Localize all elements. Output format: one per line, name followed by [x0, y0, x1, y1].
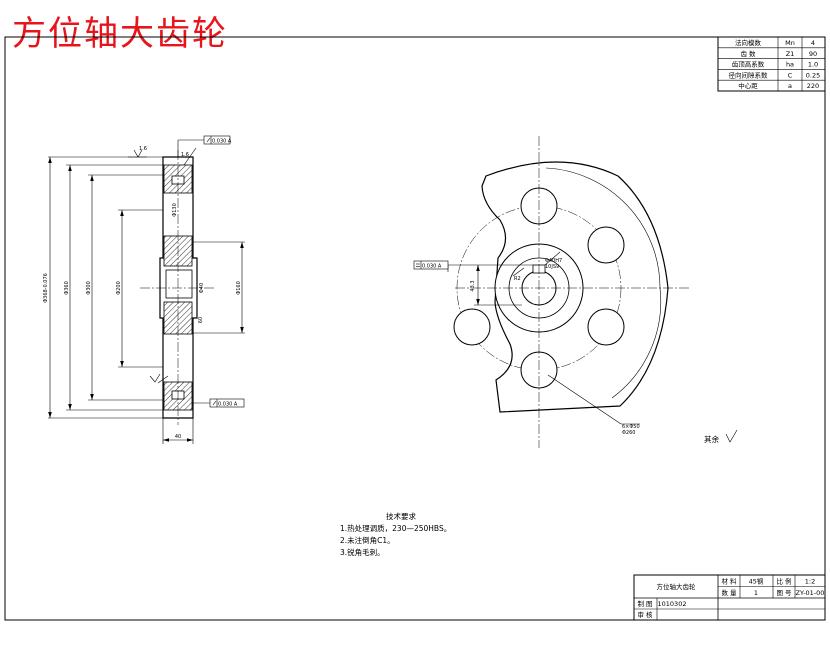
param-symbol: a	[788, 82, 792, 90]
title-block-name: 方位轴大齿轮	[657, 582, 697, 591]
dim-text: 1.6	[181, 152, 189, 158]
dim-text: Φ360	[64, 281, 70, 294]
title-block-value: ZY-01-00	[796, 589, 825, 597]
tech-line: 2.未注倒角C1。	[340, 535, 395, 545]
param-value: 220	[807, 82, 819, 90]
dim-text: Φ368-0.076	[43, 273, 49, 303]
dim-text: 40	[175, 434, 181, 440]
dim-text: Φ130	[172, 203, 178, 216]
param-symbol: Mn	[785, 39, 795, 47]
technical-requirements: 技术要求 1.热处理调质，230—250HBS。 2.未注倒角C1。 3.锐角毛…	[340, 511, 451, 557]
dim-text: 6×Φ50	[622, 424, 640, 430]
title-block-label: 比 例	[776, 577, 791, 586]
gdt-text: 0.030 A	[422, 264, 442, 270]
title-block-value: 1	[754, 589, 758, 597]
dim-text: Φ40	[199, 283, 205, 293]
tech-heading: 技术要求	[386, 511, 416, 521]
param-value: 1.0	[808, 61, 818, 69]
param-value: 90	[809, 50, 817, 58]
title-block: 方位轴大齿轮 材 料 45钢 比 例 1:2 数 量 1 图 号 ZY-01-0…	[633, 574, 826, 621]
gdt-frame: 0.030 A	[209, 398, 245, 408]
param-label: 齿 数	[740, 49, 756, 58]
gear-parameter-table: 法向模数 Mn 4 齿 数 Z1 90 齿顶高系数 ha 1.0 径向间隙系数 …	[717, 36, 826, 92]
remaining-label: 其余	[704, 434, 719, 444]
title-block-value: 1:2	[805, 578, 815, 586]
dim-text: 43.3	[470, 280, 476, 291]
gdt-text: 0.030 A	[212, 139, 232, 145]
front-view: 0.030 A Φ40H7 10JS9 43.3 R2 6×Φ50 Φ260	[413, 136, 690, 448]
param-value: 4	[811, 39, 815, 47]
title-block-label: 图 号	[776, 589, 792, 597]
title-block-value: 1010302	[658, 600, 687, 608]
param-symbol: C	[788, 71, 793, 79]
param-value: 0.25	[806, 71, 820, 79]
remaining-roughness-note: 其余	[704, 429, 738, 444]
title-block-label: 制 图	[637, 599, 652, 608]
gdt-text: 0.030 A	[218, 402, 238, 408]
param-symbol: ha	[786, 61, 794, 69]
gdt-frame: 0.030 A	[413, 260, 449, 270]
section-view: 0.030 A 0.030 A 1.6 1.6 Φ368-0.076 Φ360 …	[43, 135, 245, 444]
dim-text: R2	[514, 276, 521, 282]
dim-text: Φ260	[622, 430, 635, 436]
dim-text: Φ200	[116, 281, 122, 294]
title-block-value: 45钢	[749, 578, 764, 586]
dim-text: Φ160	[236, 281, 242, 294]
tech-line: 1.热处理调质，230—250HBS。	[340, 523, 451, 533]
title-block-label: 数 量	[721, 588, 737, 597]
dim-text: Φ300	[86, 281, 92, 294]
param-label: 径向间隙系数	[729, 70, 769, 79]
title-block-label: 材 料	[721, 577, 737, 586]
param-label: 齿顶高系数	[732, 60, 765, 69]
dim-text: 1.6	[139, 146, 147, 152]
drawing-title: 方位轴大齿轮	[12, 14, 228, 54]
dim-text: Φ40H7	[545, 258, 562, 264]
title-block-label: 审 核	[637, 610, 653, 619]
gdt-frame: 0.030 A	[203, 135, 232, 145]
tech-line: 3.锐角毛刺。	[340, 547, 385, 557]
drawing-border	[4, 36, 826, 621]
param-symbol: Z1	[786, 50, 795, 58]
param-label: 中心距	[738, 81, 758, 90]
param-label: 法向模数	[735, 38, 762, 47]
dim-text: 10JS9	[545, 264, 559, 270]
dim-text: 60	[198, 317, 204, 323]
